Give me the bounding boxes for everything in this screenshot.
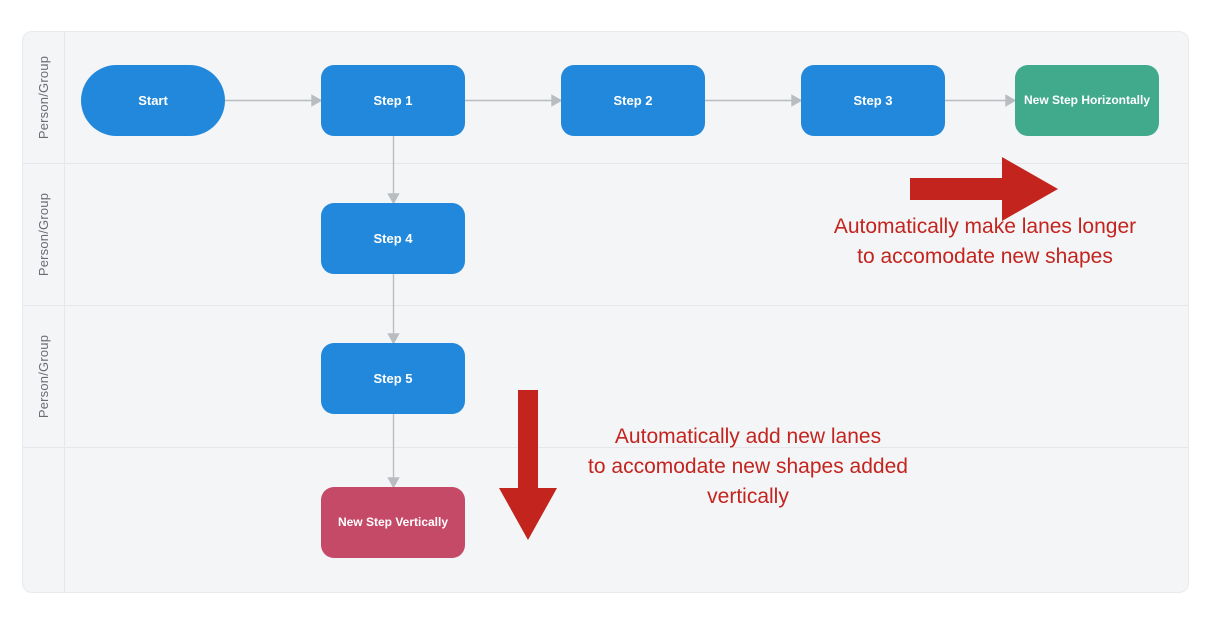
shape-step-2[interactable]: Step 2 — [561, 65, 705, 136]
shape-new-step-vertically-label: New Step Vertically — [337, 515, 449, 530]
lane-2-label: Person/Group — [36, 192, 51, 277]
shape-step-2-label: Step 2 — [613, 92, 653, 108]
lane-4-label-cell[interactable] — [23, 448, 65, 592]
annotation-lanes-longer-line1: Automatically make lanes longer — [833, 215, 1137, 238]
lane-1-label: Person/Group — [36, 55, 51, 140]
shape-new-step-horizontally-label: New Step Horizontally — [1023, 93, 1151, 108]
shape-step-5[interactable]: Step 5 — [321, 343, 465, 414]
shape-step-1-label: Step 1 — [373, 92, 413, 108]
lane-2: Person/Group — [23, 164, 1188, 306]
lane-4 — [23, 448, 1188, 592]
lane-2-label-cell[interactable]: Person/Group — [23, 164, 65, 305]
lane-1-label-cell[interactable]: Person/Group — [23, 32, 65, 163]
annotation-new-lanes-line2: to accomodate new shapes added — [588, 455, 908, 478]
shape-step-3[interactable]: Step 3 — [801, 65, 945, 136]
shape-step-5-label: Step 5 — [373, 370, 413, 386]
lane-3-label: Person/Group — [36, 334, 51, 419]
shape-step-3-label: Step 3 — [853, 92, 893, 108]
shape-start[interactable]: Start — [81, 65, 225, 136]
shape-step-4-label: Step 4 — [373, 230, 413, 246]
annotation-new-lanes-line3: vertically — [707, 485, 789, 508]
annotation-new-lanes-line1: Automatically add new lanes — [614, 425, 882, 448]
shape-step-1[interactable]: Step 1 — [321, 65, 465, 136]
shape-new-step-horizontally[interactable]: New Step Horizontally — [1015, 65, 1159, 136]
shape-step-4[interactable]: Step 4 — [321, 203, 465, 274]
shape-new-step-vertically[interactable]: New Step Vertically — [321, 487, 465, 558]
annotation-new-lanes: Automatically add new lanes to accomodat… — [563, 422, 933, 512]
lane-3: Person/Group — [23, 306, 1188, 448]
shape-start-label: Start — [138, 92, 168, 108]
lane-3-label-cell[interactable]: Person/Group — [23, 306, 65, 447]
lane-1: Person/Group — [23, 32, 1188, 164]
annotation-lanes-longer-line2: to accomodate new shapes — [857, 245, 1113, 268]
annotation-lanes-longer: Automatically make lanes longer to accom… — [800, 212, 1170, 272]
